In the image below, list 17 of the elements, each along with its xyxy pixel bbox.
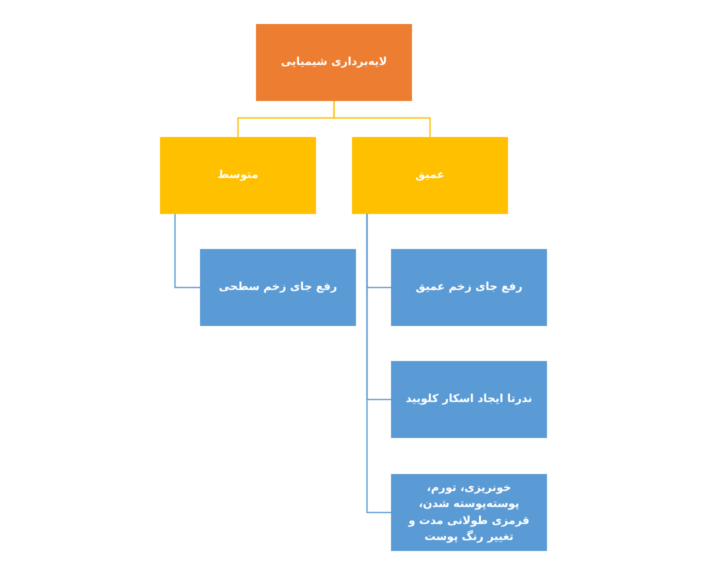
category-box (352, 137, 508, 214)
node-label: لایه‌برداری شیمیایی (280, 54, 388, 70)
root-box (256, 24, 412, 101)
node-label: رفع جای زخم عمیق (416, 279, 522, 296)
connector-line (366, 214, 391, 514)
node-label: خونریزی، تورم، پوسته‌پوسته شدن، قرمزی طولانی مدت و تغییر رنگ پوست (407, 480, 531, 545)
item-box (391, 474, 547, 551)
item-box (391, 361, 547, 438)
node-label: متوسط (218, 167, 258, 184)
node-label: رفع جای زخم سطحی (218, 279, 338, 296)
node-label: ندرتا ایجاد اسکار کلویید (406, 391, 532, 408)
node-label: عمیق (415, 167, 445, 184)
category-box (160, 137, 316, 214)
item-box (391, 249, 547, 326)
item-box (200, 249, 356, 326)
connector-line (174, 214, 200, 288)
connector-line (333, 101, 431, 137)
